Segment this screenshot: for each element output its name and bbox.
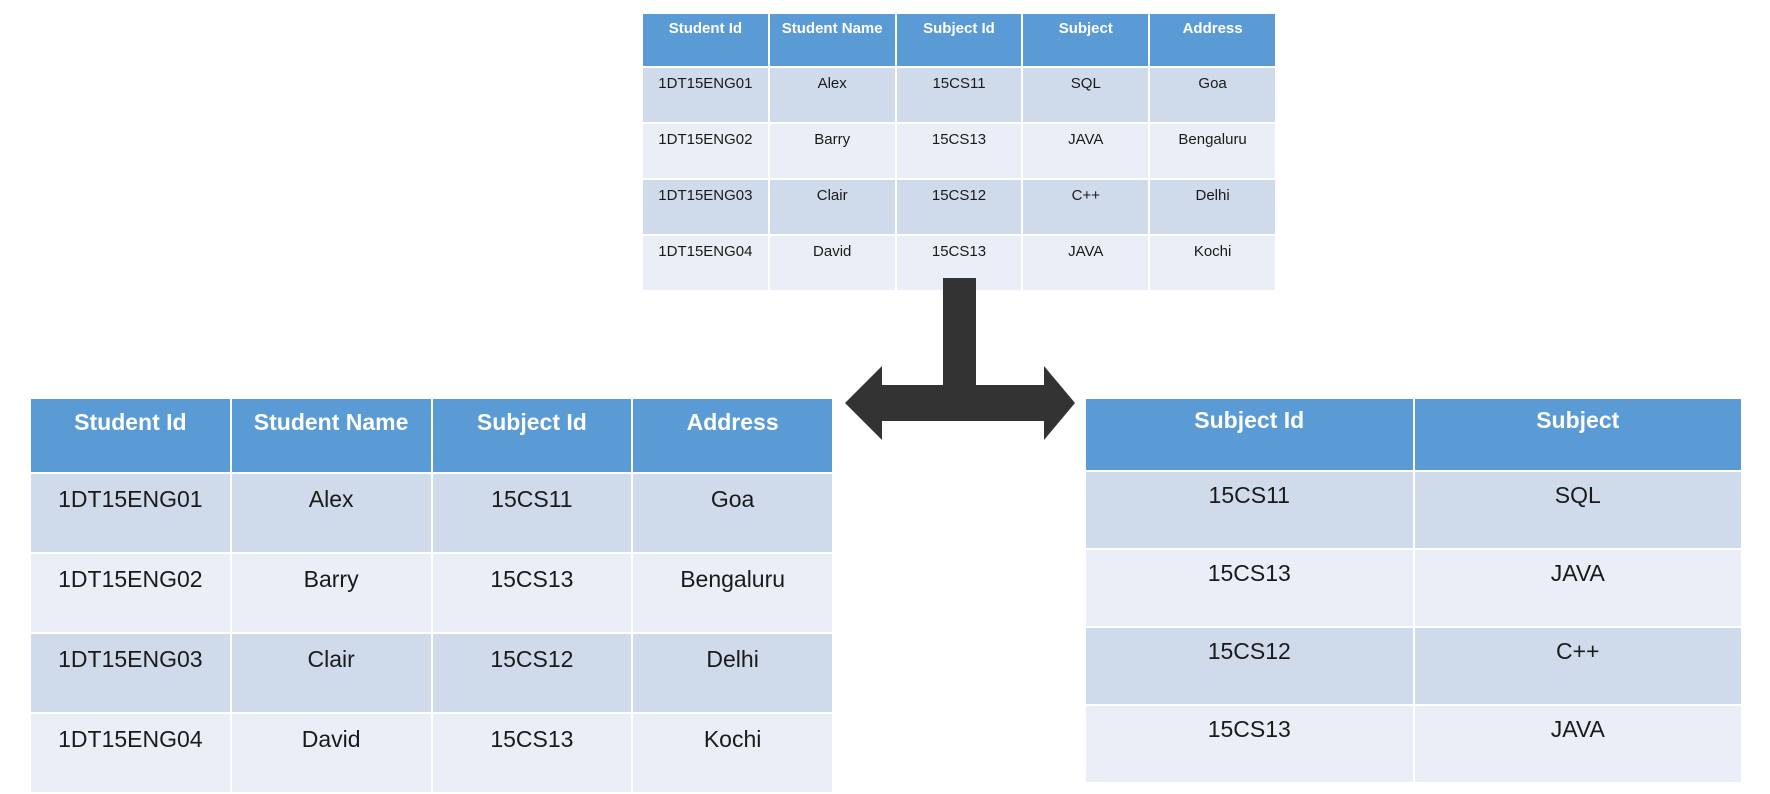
table-cell: Delhi (1148, 178, 1277, 236)
subject-table: Subject Id Subject 15CS11 SQL 15CS13 JAV… (1084, 397, 1743, 784)
header-row: Student Id Student Name Subject Id Subje… (641, 12, 1277, 68)
split-arrow-shape (845, 278, 1075, 440)
header-address: Address (1148, 12, 1277, 68)
table-cell: Delhi (631, 632, 834, 714)
header-subject-id: Subject Id (894, 12, 1024, 68)
table-cell: 15CS11 (1084, 470, 1415, 550)
table-cell: 1DT15ENG01 (641, 66, 770, 124)
table-cell: 1DT15ENG03 (641, 178, 770, 236)
table-cell: 1DT15ENG03 (29, 632, 232, 714)
table-cell: Alex (767, 66, 897, 124)
table-row: 1DT15ENG02 Barry 15CS13 JAVA Bengaluru (641, 122, 1277, 180)
table-cell: 15CS11 (430, 472, 634, 554)
table-cell: 1DT15ENG02 (641, 122, 770, 180)
table-cell: Goa (1148, 66, 1277, 124)
table-cell: 15CS13 (1084, 548, 1415, 628)
table-cell: Clair (229, 632, 433, 714)
table-cell: 1DT15ENG04 (641, 234, 770, 292)
table-cell: JAVA (1412, 548, 1743, 628)
split-arrow-icon (845, 278, 1075, 440)
table-cell: 15CS12 (894, 178, 1024, 236)
table-row: 15CS13 JAVA (1084, 548, 1743, 628)
table-cell: JAVA (1412, 704, 1743, 784)
table-row: 15CS13 JAVA (1084, 704, 1743, 784)
table-cell: Barry (229, 552, 433, 634)
table-cell: SQL (1021, 66, 1151, 124)
table-cell: C++ (1412, 626, 1743, 706)
table-cell: 15CS13 (430, 712, 634, 794)
table-cell: 15CS13 (1084, 704, 1415, 784)
table-cell: Alex (229, 472, 433, 554)
table-row: 15CS11 SQL (1084, 470, 1743, 550)
table-row: 1DT15ENG04 David 15CS13 Kochi (29, 712, 834, 794)
table-row: 1DT15ENG03 Clair 15CS12 Delhi (29, 632, 834, 714)
table-row: 1DT15ENG02 Barry 15CS13 Bengaluru (29, 552, 834, 634)
table-cell: Bengaluru (631, 552, 834, 634)
table-cell: Kochi (1148, 234, 1277, 292)
table-cell: JAVA (1021, 234, 1151, 292)
table-row: 1DT15ENG04 David 15CS13 JAVA Kochi (641, 234, 1277, 292)
header-student-name: Student Name (229, 397, 433, 474)
header-subject-id: Subject Id (430, 397, 634, 474)
table-cell: Bengaluru (1148, 122, 1277, 180)
header-student-name: Student Name (767, 12, 897, 68)
table-row: 15CS12 C++ (1084, 626, 1743, 706)
header-subject-id: Subject Id (1084, 397, 1415, 472)
table-cell: 15CS13 (430, 552, 634, 634)
table-cell: David (767, 234, 897, 292)
table-cell: C++ (1021, 178, 1151, 236)
table-cell: Goa (631, 472, 834, 554)
header-row: Subject Id Subject (1084, 397, 1743, 472)
table-cell: 1DT15ENG04 (29, 712, 232, 794)
header-address: Address (631, 397, 834, 474)
header-row: Student Id Student Name Subject Id Addre… (29, 397, 834, 474)
table-row: 1DT15ENG03 Clair 15CS12 C++ Delhi (641, 178, 1277, 236)
table-cell: David (229, 712, 433, 794)
original-table: Student Id Student Name Subject Id Subje… (641, 12, 1277, 292)
table-cell: Barry (767, 122, 897, 180)
table-cell: JAVA (1021, 122, 1151, 180)
table-row: 1DT15ENG01 Alex 15CS11 SQL Goa (641, 66, 1277, 124)
header-subject: Subject (1021, 12, 1151, 68)
table-cell: 1DT15ENG01 (29, 472, 232, 554)
header-student-id: Student Id (641, 12, 770, 68)
table-cell: 15CS13 (894, 122, 1024, 180)
table-cell: 15CS12 (430, 632, 634, 714)
header-student-id: Student Id (29, 397, 232, 474)
table-cell: 15CS12 (1084, 626, 1415, 706)
table-cell: Kochi (631, 712, 834, 794)
table-cell: 1DT15ENG02 (29, 552, 232, 634)
student-table: Student Id Student Name Subject Id Addre… (29, 397, 834, 794)
header-subject: Subject (1412, 397, 1743, 472)
table-cell: SQL (1412, 470, 1743, 550)
table-row: 1DT15ENG01 Alex 15CS11 Goa (29, 472, 834, 554)
table-cell: 15CS11 (894, 66, 1024, 124)
table-cell: Clair (767, 178, 897, 236)
